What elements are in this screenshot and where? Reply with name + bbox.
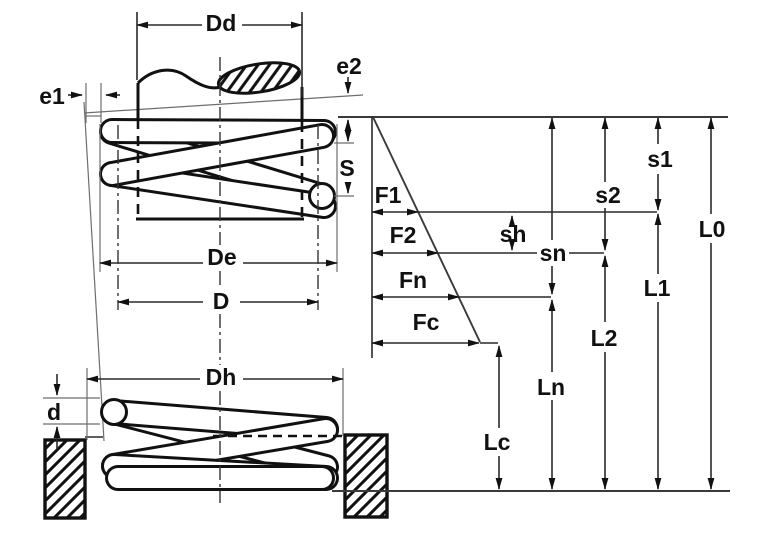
label-Fn: Fn xyxy=(399,267,427,293)
dim-d: d xyxy=(43,374,100,449)
dim-De: De xyxy=(99,124,338,272)
ground-end-curve xyxy=(136,68,222,90)
label-De: De xyxy=(207,244,236,270)
label-Dh: Dh xyxy=(206,364,237,390)
dim-Dd: Dd xyxy=(136,10,303,97)
label-D: D xyxy=(213,288,230,314)
dim-D: D xyxy=(117,125,319,314)
label-d: d xyxy=(47,399,61,425)
label-s1: s1 xyxy=(647,146,673,172)
section-hatched-ellipse xyxy=(216,61,302,95)
label-s2: s2 xyxy=(595,182,621,208)
label-F1: F1 xyxy=(375,182,402,208)
label-F2: F2 xyxy=(390,222,417,248)
label-e2: e2 xyxy=(336,53,362,79)
label-L2: L2 xyxy=(591,325,618,351)
left-hatched-block xyxy=(43,438,87,520)
label-S: S xyxy=(339,155,354,181)
right-hatched-block xyxy=(343,433,389,519)
wire-end-section xyxy=(308,182,336,210)
label-Dd: Dd xyxy=(206,10,237,36)
dim-e1: e1 xyxy=(39,83,120,123)
bottom-spring-view xyxy=(85,398,344,491)
projection-lines xyxy=(83,94,364,442)
label-e1: e1 xyxy=(39,83,65,109)
dim-e2: e2 xyxy=(336,53,362,94)
spring-rate-line xyxy=(372,116,481,343)
housing-section-blocks xyxy=(43,433,389,520)
wire-end-circle xyxy=(100,398,128,426)
dim-Dh: Dh xyxy=(86,364,344,440)
force-diagram: F1 F2 Fn Fc sh sn Ln s2 L2 s1 xyxy=(332,116,730,492)
label-sh: sh xyxy=(500,221,527,247)
label-sn: sn xyxy=(540,240,567,266)
label-Fc: Fc xyxy=(413,309,440,335)
dim-S: S xyxy=(334,119,355,197)
label-Ln: Ln xyxy=(537,374,565,400)
label-Lc: Lc xyxy=(484,429,511,455)
label-L1: L1 xyxy=(644,275,671,301)
label-L0: L0 xyxy=(699,216,726,242)
top-spring-view xyxy=(99,61,337,221)
